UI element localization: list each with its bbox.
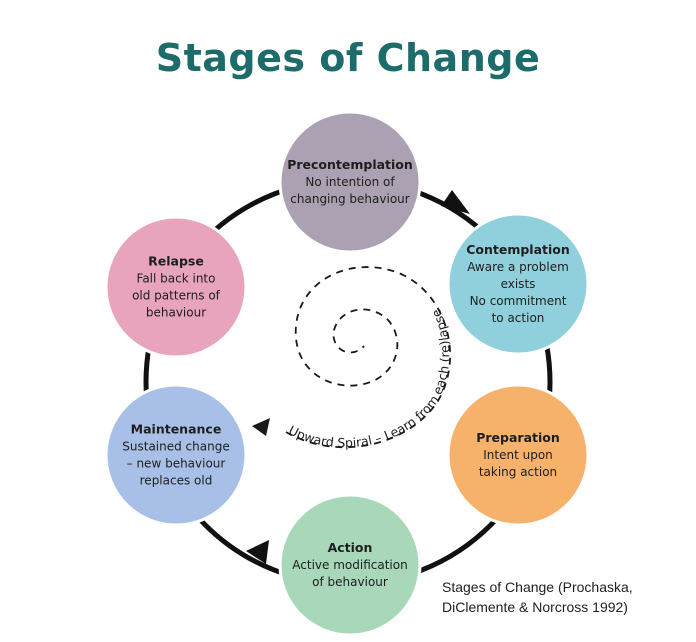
stage-description-line: changing behaviour <box>290 192 409 206</box>
spiral-arrowhead-icon <box>252 418 270 436</box>
stage-description-line: exists <box>501 277 536 291</box>
stage-description-line: Active modification <box>292 558 407 572</box>
citation-caption: Stages of Change (Prochaska, DiClemente … <box>442 577 633 617</box>
stage-circle <box>278 493 422 637</box>
stage-description-line: Fall back into <box>137 272 216 286</box>
spiral-label: Upward Spiral – Learn from each (re)laps… <box>286 307 452 451</box>
stage-circle <box>446 383 590 527</box>
stage-description-line: No commitment <box>470 294 567 308</box>
stage-name: Action <box>328 540 373 555</box>
stage-description-line: old patterns of <box>132 289 221 303</box>
stage-description-line: of behaviour <box>312 575 388 589</box>
stage-description-line: to action <box>492 311 545 325</box>
stage-circle <box>278 110 422 254</box>
stage-description-line: Sustained change <box>122 440 229 454</box>
diagram-title: Stages of Change <box>155 36 541 80</box>
stage-name: Contemplation <box>466 242 570 257</box>
stage-circle <box>104 215 248 359</box>
stage-circle <box>104 383 248 527</box>
stage-circle <box>446 212 590 356</box>
arrow-pre-to-contemplation-icon <box>441 190 470 214</box>
upward-spiral <box>285 266 451 449</box>
stage-description-line: taking action <box>479 465 557 479</box>
stage-description-line: replaces old <box>140 474 213 488</box>
stage-name: Maintenance <box>131 422 222 437</box>
stage-description-line: Aware a problem <box>467 260 569 274</box>
stage-description-line: – new behaviour <box>127 457 226 471</box>
arrow-action-to-maintenance-icon <box>246 540 269 564</box>
caption-line: DiClemente & Norcross 1992) <box>442 599 628 615</box>
stage-description-line: No intention of <box>305 175 395 189</box>
stage-precontemplation: Precontemplation No intention of changing … <box>278 110 422 254</box>
stage-description-line: behaviour <box>146 306 206 320</box>
stage-name: Precontemplation <box>287 157 413 172</box>
stage-name: Relapse <box>148 254 204 269</box>
stage-description-line: Intent upon <box>483 448 553 462</box>
caption-line: Stages of Change (Prochaska, <box>442 579 633 595</box>
stage-name: Preparation <box>476 430 560 445</box>
